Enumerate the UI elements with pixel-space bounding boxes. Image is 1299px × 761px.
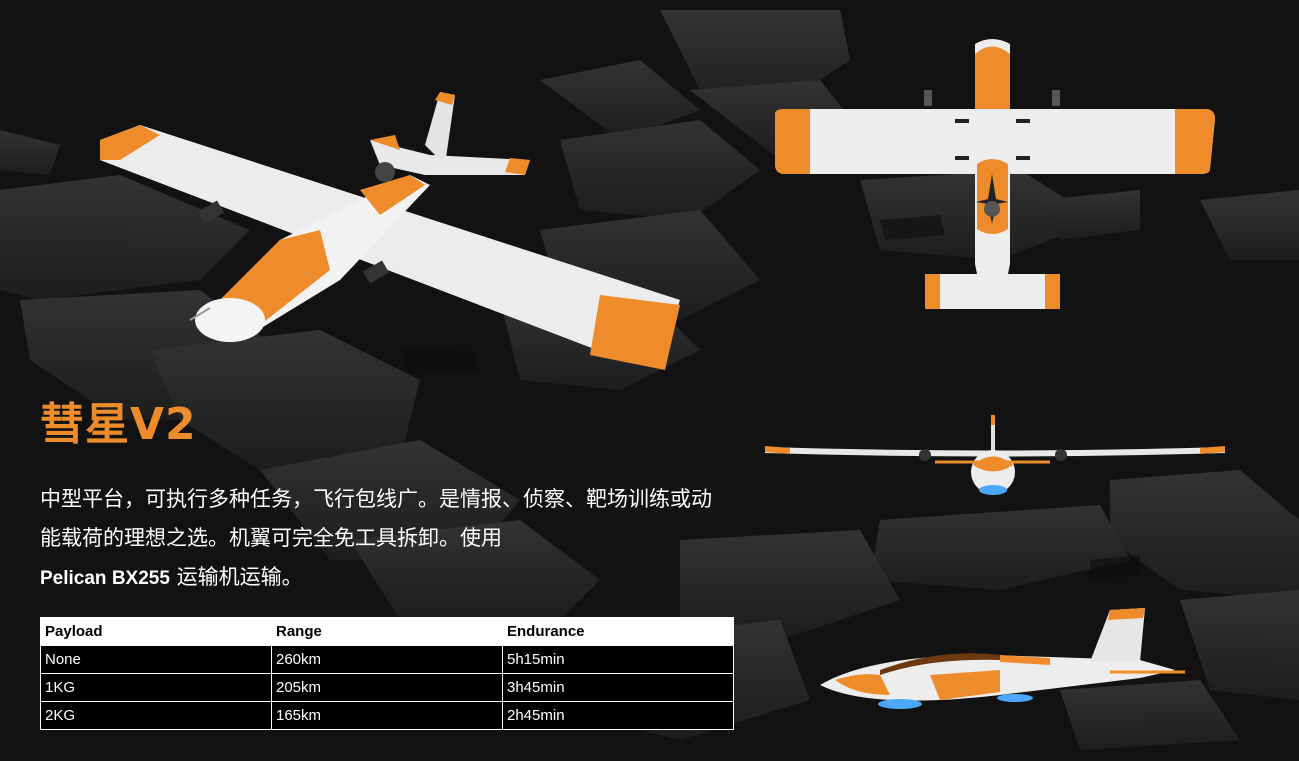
header-endurance: Endurance [502, 617, 734, 646]
cell-range: 205km [271, 673, 503, 702]
drone-top-view [775, 39, 1215, 309]
cell-endurance: 2h45min [502, 701, 734, 730]
cell-range: 165km [271, 701, 503, 730]
drone-isometric-view [100, 92, 680, 370]
transport-model-name: Pelican BX255 [40, 568, 170, 589]
description-tail: 运输机运输。 [169, 565, 303, 589]
spec-table: Payload Range Endurance None 260km 5h15m… [40, 617, 734, 730]
cell-payload: None [40, 645, 272, 674]
table-header-row: Payload Range Endurance [40, 617, 734, 646]
header-range: Range [271, 617, 503, 646]
table-row: 2KG 165km 2h45min [40, 701, 734, 730]
cell-endurance: 5h15min [502, 645, 734, 674]
drone-side-view [820, 608, 1185, 709]
description-main: 中型平台，可执行多种任务，飞行包线广。是情报、侦察、靶场训练或动能载荷的理想之选… [40, 487, 712, 550]
cell-endurance: 3h45min [502, 673, 734, 702]
product-description: 中型平台，可执行多种任务，飞行包线广。是情报、侦察、靶场训练或动能载荷的理想之选… [40, 480, 730, 598]
header-payload: Payload [40, 617, 272, 646]
table-row: None 260km 5h15min [40, 645, 734, 674]
product-title: 彗星V2 [40, 399, 197, 450]
drone-front-view [765, 415, 1225, 495]
table-row: 1KG 205km 3h45min [40, 673, 734, 702]
cell-payload: 1KG [40, 673, 272, 702]
cell-range: 260km [271, 645, 503, 674]
cell-payload: 2KG [40, 701, 272, 730]
